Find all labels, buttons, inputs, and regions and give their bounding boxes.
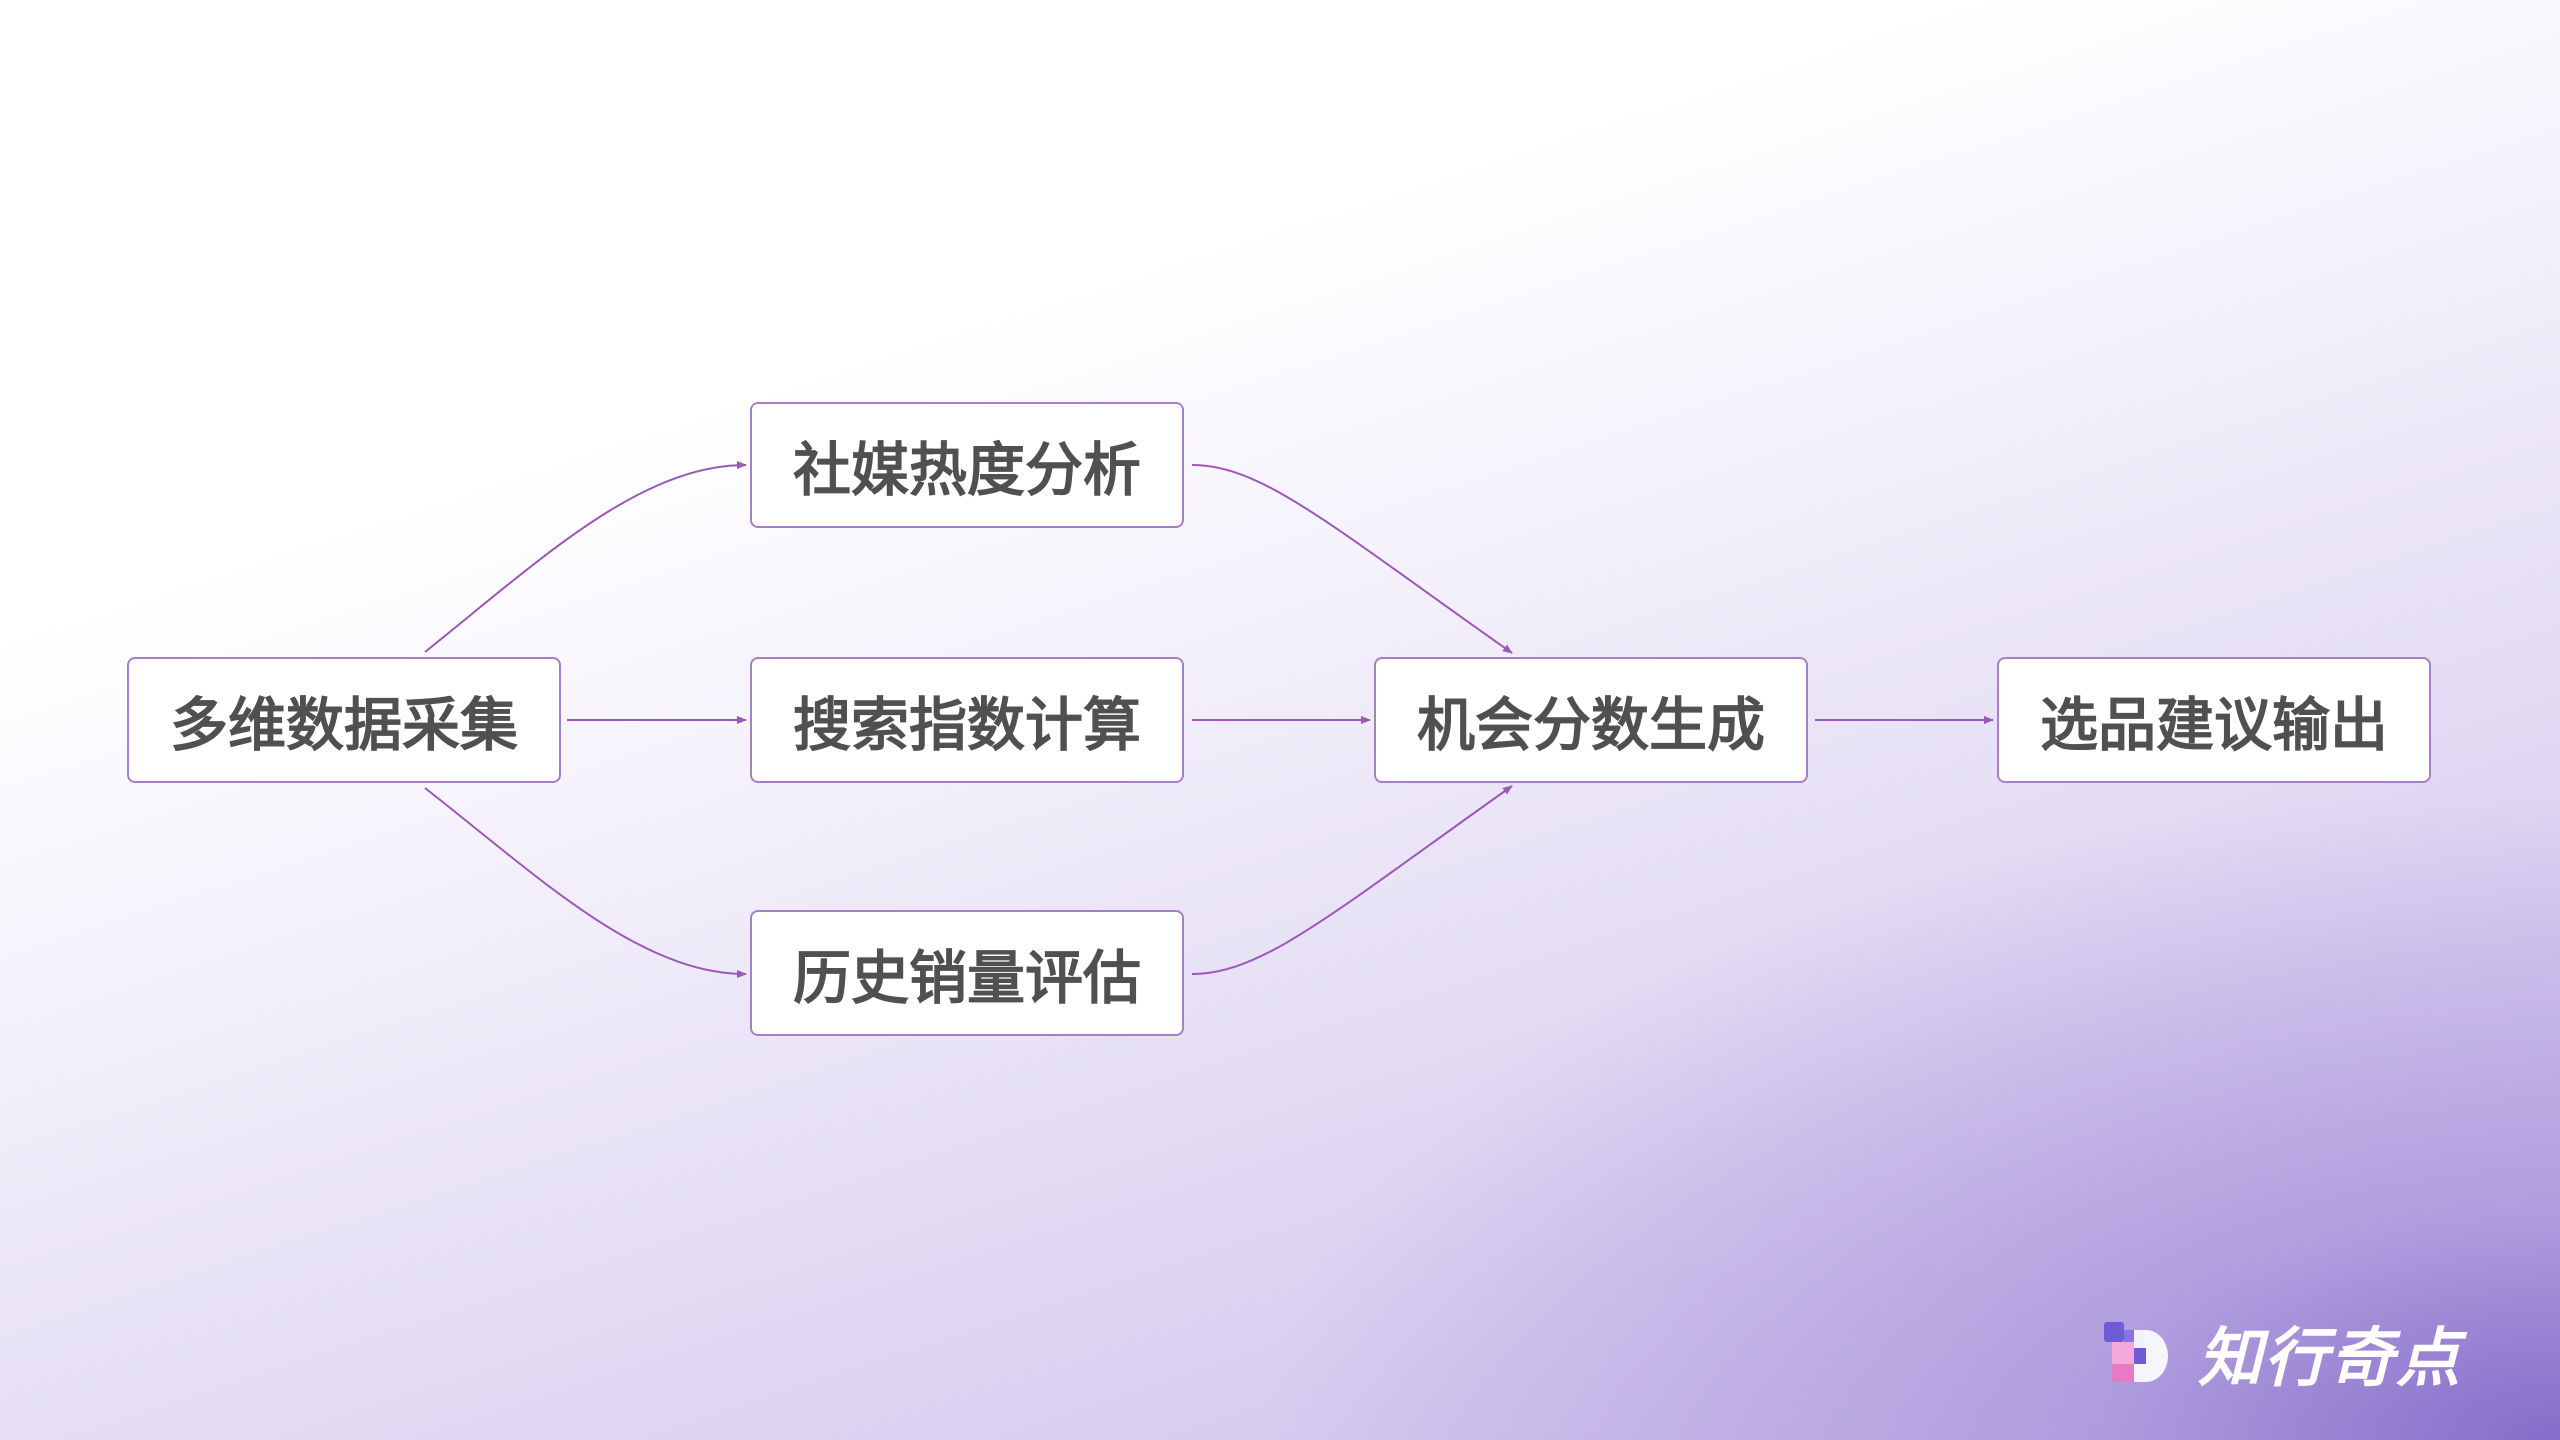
node-label: 社媒热度分析	[792, 436, 1141, 504]
brand-mark-icon	[2104, 1322, 2168, 1382]
brand-name: 知行奇点	[2198, 1322, 2462, 1396]
edge-collect-sales	[424, 787, 747, 978]
node-social-media-heat-analysis: 社媒热度分析	[750, 402, 1184, 528]
edge-social-score	[1191, 464, 1513, 654]
edge-sales-score	[1191, 785, 1513, 975]
brand-logo: 知行奇点	[2100, 1315, 2462, 1396]
edge-collect-social	[424, 461, 747, 653]
node-label: 多维数据采集	[169, 691, 518, 759]
node-multi-dimensional-data-collection: 多维数据采集	[127, 657, 561, 783]
node-historical-sales-evaluation: 历史销量评估	[750, 910, 1184, 1036]
node-label: 历史销量评估	[792, 944, 1141, 1012]
node-opportunity-score-generation: 机会分数生成	[1374, 657, 1808, 783]
node-label: 搜索指数计算	[792, 691, 1141, 759]
node-label: 选品建议输出	[2039, 691, 2388, 759]
node-product-selection-output: 选品建议输出	[1997, 657, 2431, 783]
node-label: 机会分数生成	[1416, 691, 1765, 759]
node-search-index-calculation: 搜索指数计算	[750, 657, 1184, 783]
